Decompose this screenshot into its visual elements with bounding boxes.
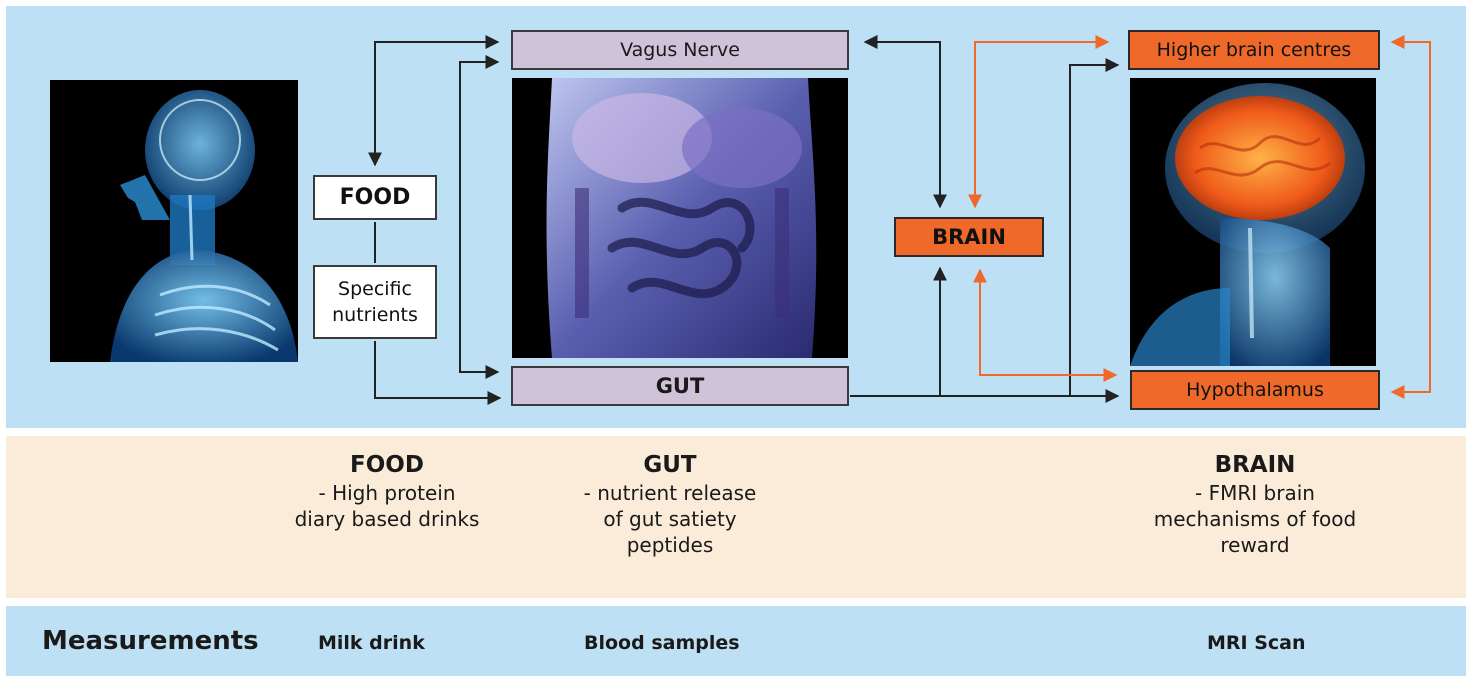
brain-description-heading: BRAIN bbox=[1120, 450, 1390, 480]
gut-description-line: of gut satiety bbox=[540, 506, 800, 532]
hypothalamus-label: Hypothalamus bbox=[1186, 379, 1324, 401]
measurements-label: Measurements bbox=[42, 626, 259, 656]
vagus-nerve-box: Vagus Nerve bbox=[511, 30, 849, 70]
brain-label: BRAIN bbox=[932, 225, 1006, 249]
gut-label: GUT bbox=[656, 374, 705, 398]
brain-description-line: reward bbox=[1120, 532, 1390, 558]
higher-brain-centres-label: Higher brain centres bbox=[1157, 39, 1352, 61]
food-description-line: diary based drinks bbox=[257, 506, 517, 532]
gut-description-line: peptides bbox=[540, 532, 800, 558]
measurement-mri-scan: MRI Scan bbox=[1207, 632, 1306, 654]
brain-description-line: mechanisms of food bbox=[1120, 506, 1390, 532]
brain-image bbox=[1130, 78, 1376, 366]
skeleton-image bbox=[50, 80, 298, 362]
specific-nutrients-line-2: nutrients bbox=[332, 302, 418, 328]
brain-description-line: - FMRI brain bbox=[1120, 480, 1390, 506]
abdomen-image bbox=[512, 78, 848, 358]
gut-box: GUT bbox=[511, 366, 849, 406]
gut-description: GUT - nutrient release of gut satiety pe… bbox=[540, 450, 800, 558]
brain-box: BRAIN bbox=[894, 217, 1044, 257]
specific-nutrients-box: Specific nutrients bbox=[313, 265, 437, 339]
gut-description-heading: GUT bbox=[540, 450, 800, 480]
higher-brain-centres-box: Higher brain centres bbox=[1128, 30, 1380, 70]
specific-nutrients-line-1: Specific bbox=[338, 276, 412, 302]
food-description: FOOD - High protein diary based drinks bbox=[257, 450, 517, 532]
gut-description-line: - nutrient release bbox=[540, 480, 800, 506]
brain-description: BRAIN - FMRI brain mechanisms of food re… bbox=[1120, 450, 1390, 558]
food-description-line: - High protein bbox=[257, 480, 517, 506]
measurement-blood-samples: Blood samples bbox=[584, 632, 740, 654]
food-description-heading: FOOD bbox=[257, 450, 517, 480]
food-box: FOOD bbox=[313, 175, 437, 220]
food-label: FOOD bbox=[340, 185, 411, 210]
hypothalamus-box: Hypothalamus bbox=[1130, 370, 1380, 410]
measurement-milk-drink: Milk drink bbox=[318, 632, 425, 654]
vagus-nerve-label: Vagus Nerve bbox=[620, 39, 740, 61]
